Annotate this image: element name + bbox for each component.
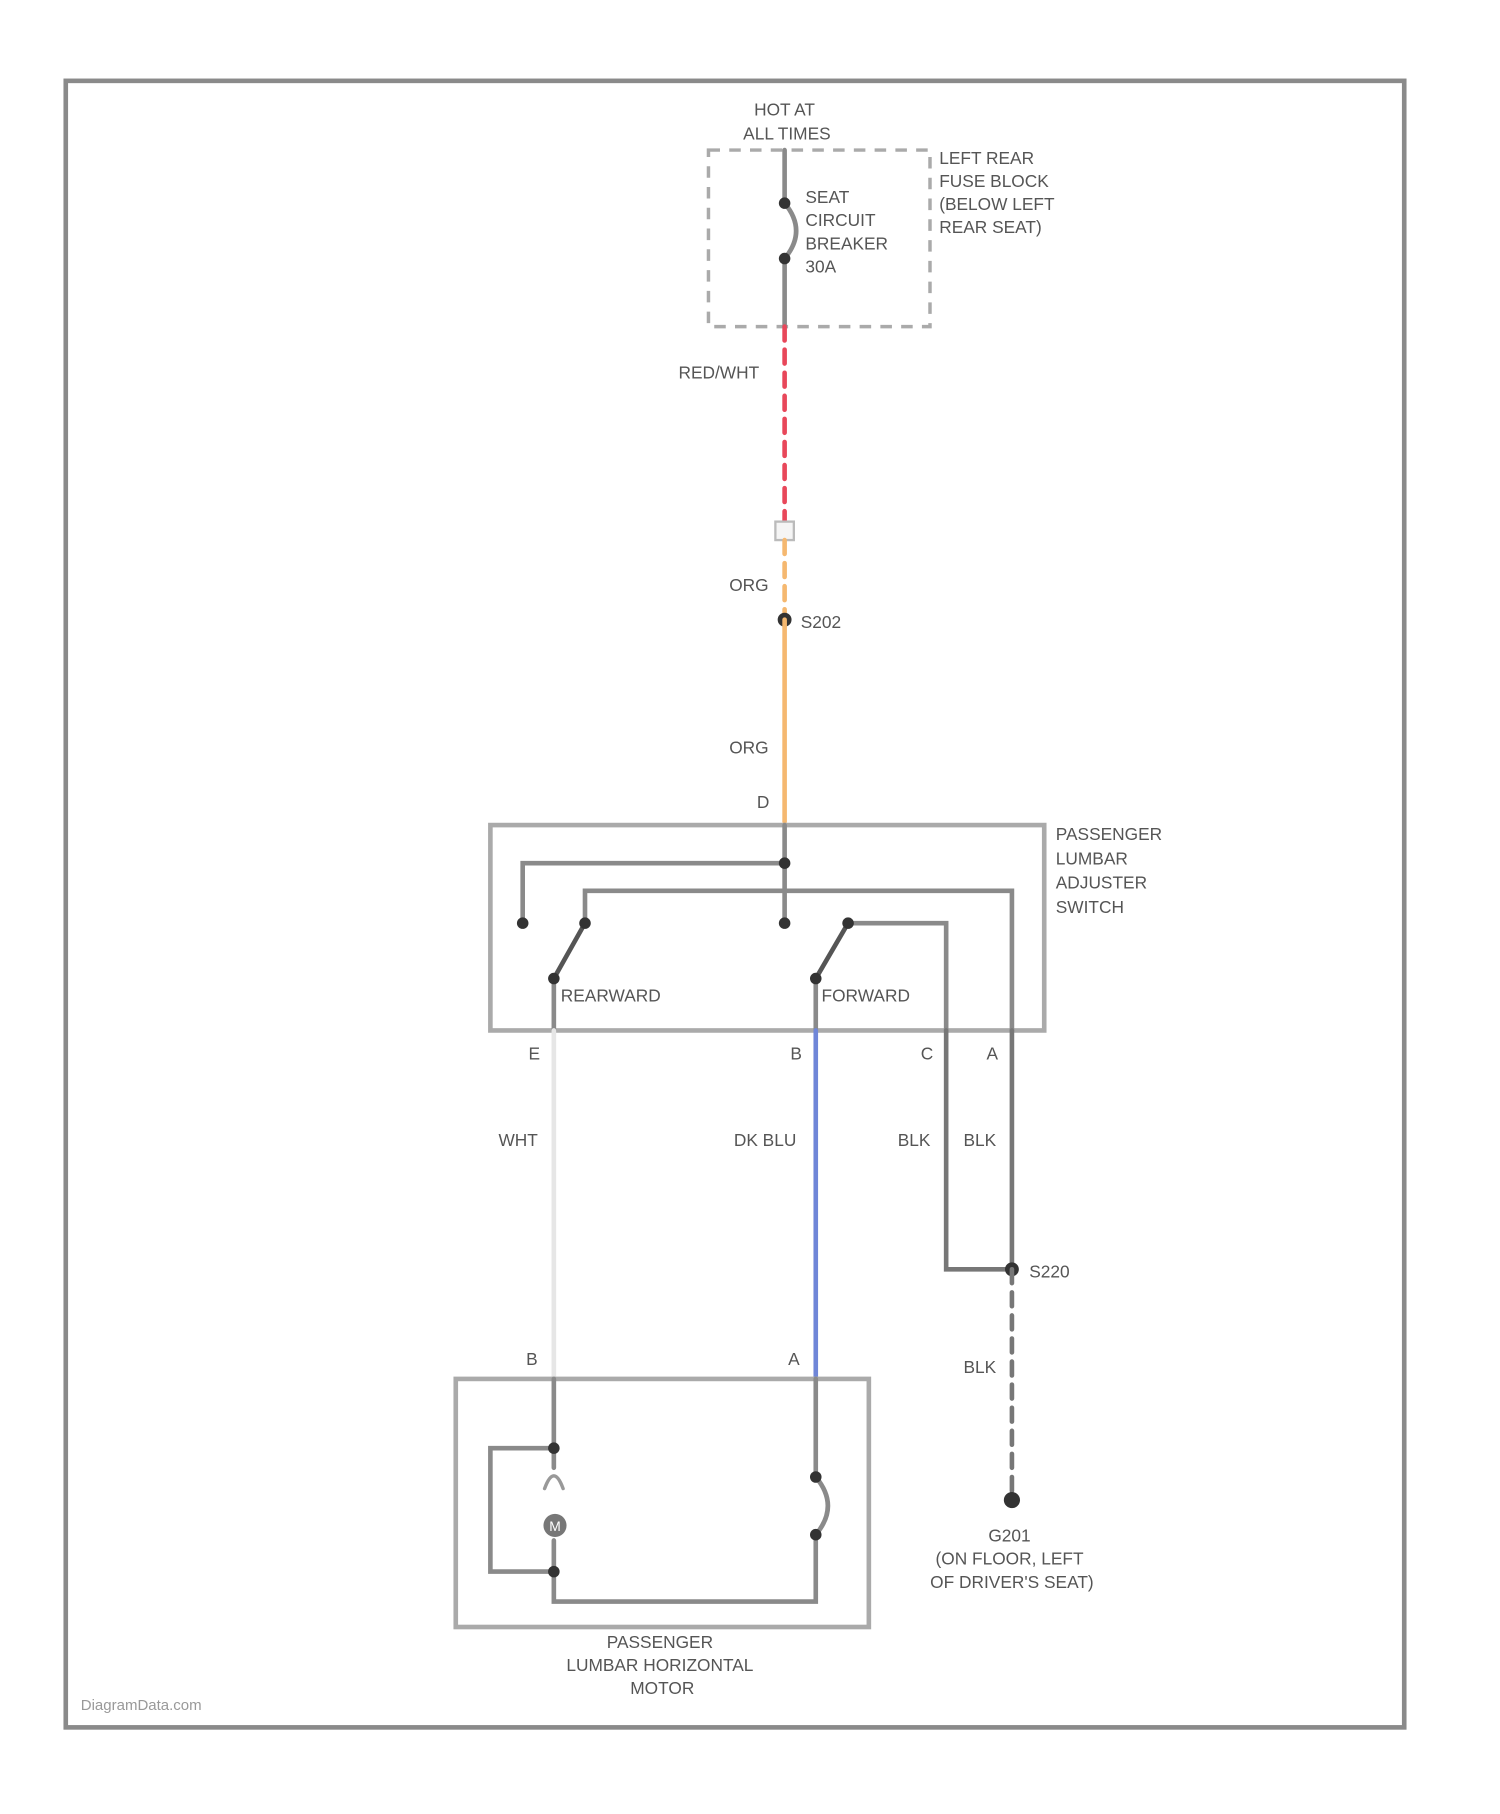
switch-pin-c: C	[921, 1043, 934, 1063]
splice-label-s202: S202	[801, 612, 841, 632]
switch-pin-e: E	[528, 1043, 540, 1063]
motor-symbol-label: M	[549, 1518, 561, 1534]
rearward-label: REARWARD	[561, 986, 661, 1006]
wire-label-blk-ground: BLK	[963, 1357, 996, 1377]
inline-connector	[775, 522, 793, 540]
breaker-terminal	[779, 197, 791, 209]
breaker-terminal	[779, 253, 791, 265]
switch-pin-a: A	[987, 1043, 999, 1063]
forward-label: FORWARD	[822, 986, 910, 1006]
ground-g201	[1004, 1492, 1020, 1508]
wire-label-wht: WHT	[498, 1130, 538, 1150]
switch-pin-d: D	[757, 792, 769, 812]
wire-label-dk-blu: DK BLU	[734, 1130, 796, 1150]
diagram-frame	[66, 81, 1404, 1728]
switch-pin-b: B	[790, 1043, 802, 1063]
wire-label-org-top: ORG	[729, 575, 768, 595]
wire-label-blk-a: BLK	[963, 1130, 996, 1150]
wire-label-org-bottom: ORG	[729, 738, 768, 758]
wire-label-red-wht: RED/WHT	[678, 363, 759, 383]
splice-label-s220: S220	[1029, 1261, 1069, 1281]
wire-label-blk-c: BLK	[898, 1130, 931, 1150]
motor-pin-b: B	[526, 1349, 538, 1369]
watermark: DiagramData.com	[81, 1697, 202, 1714]
motor-pin-a: A	[788, 1349, 800, 1369]
